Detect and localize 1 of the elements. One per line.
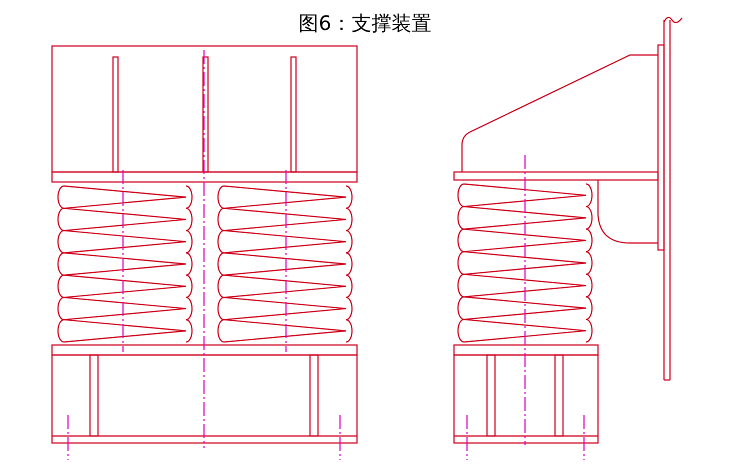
drawing-title: 图6：支撑装置: [298, 10, 432, 37]
